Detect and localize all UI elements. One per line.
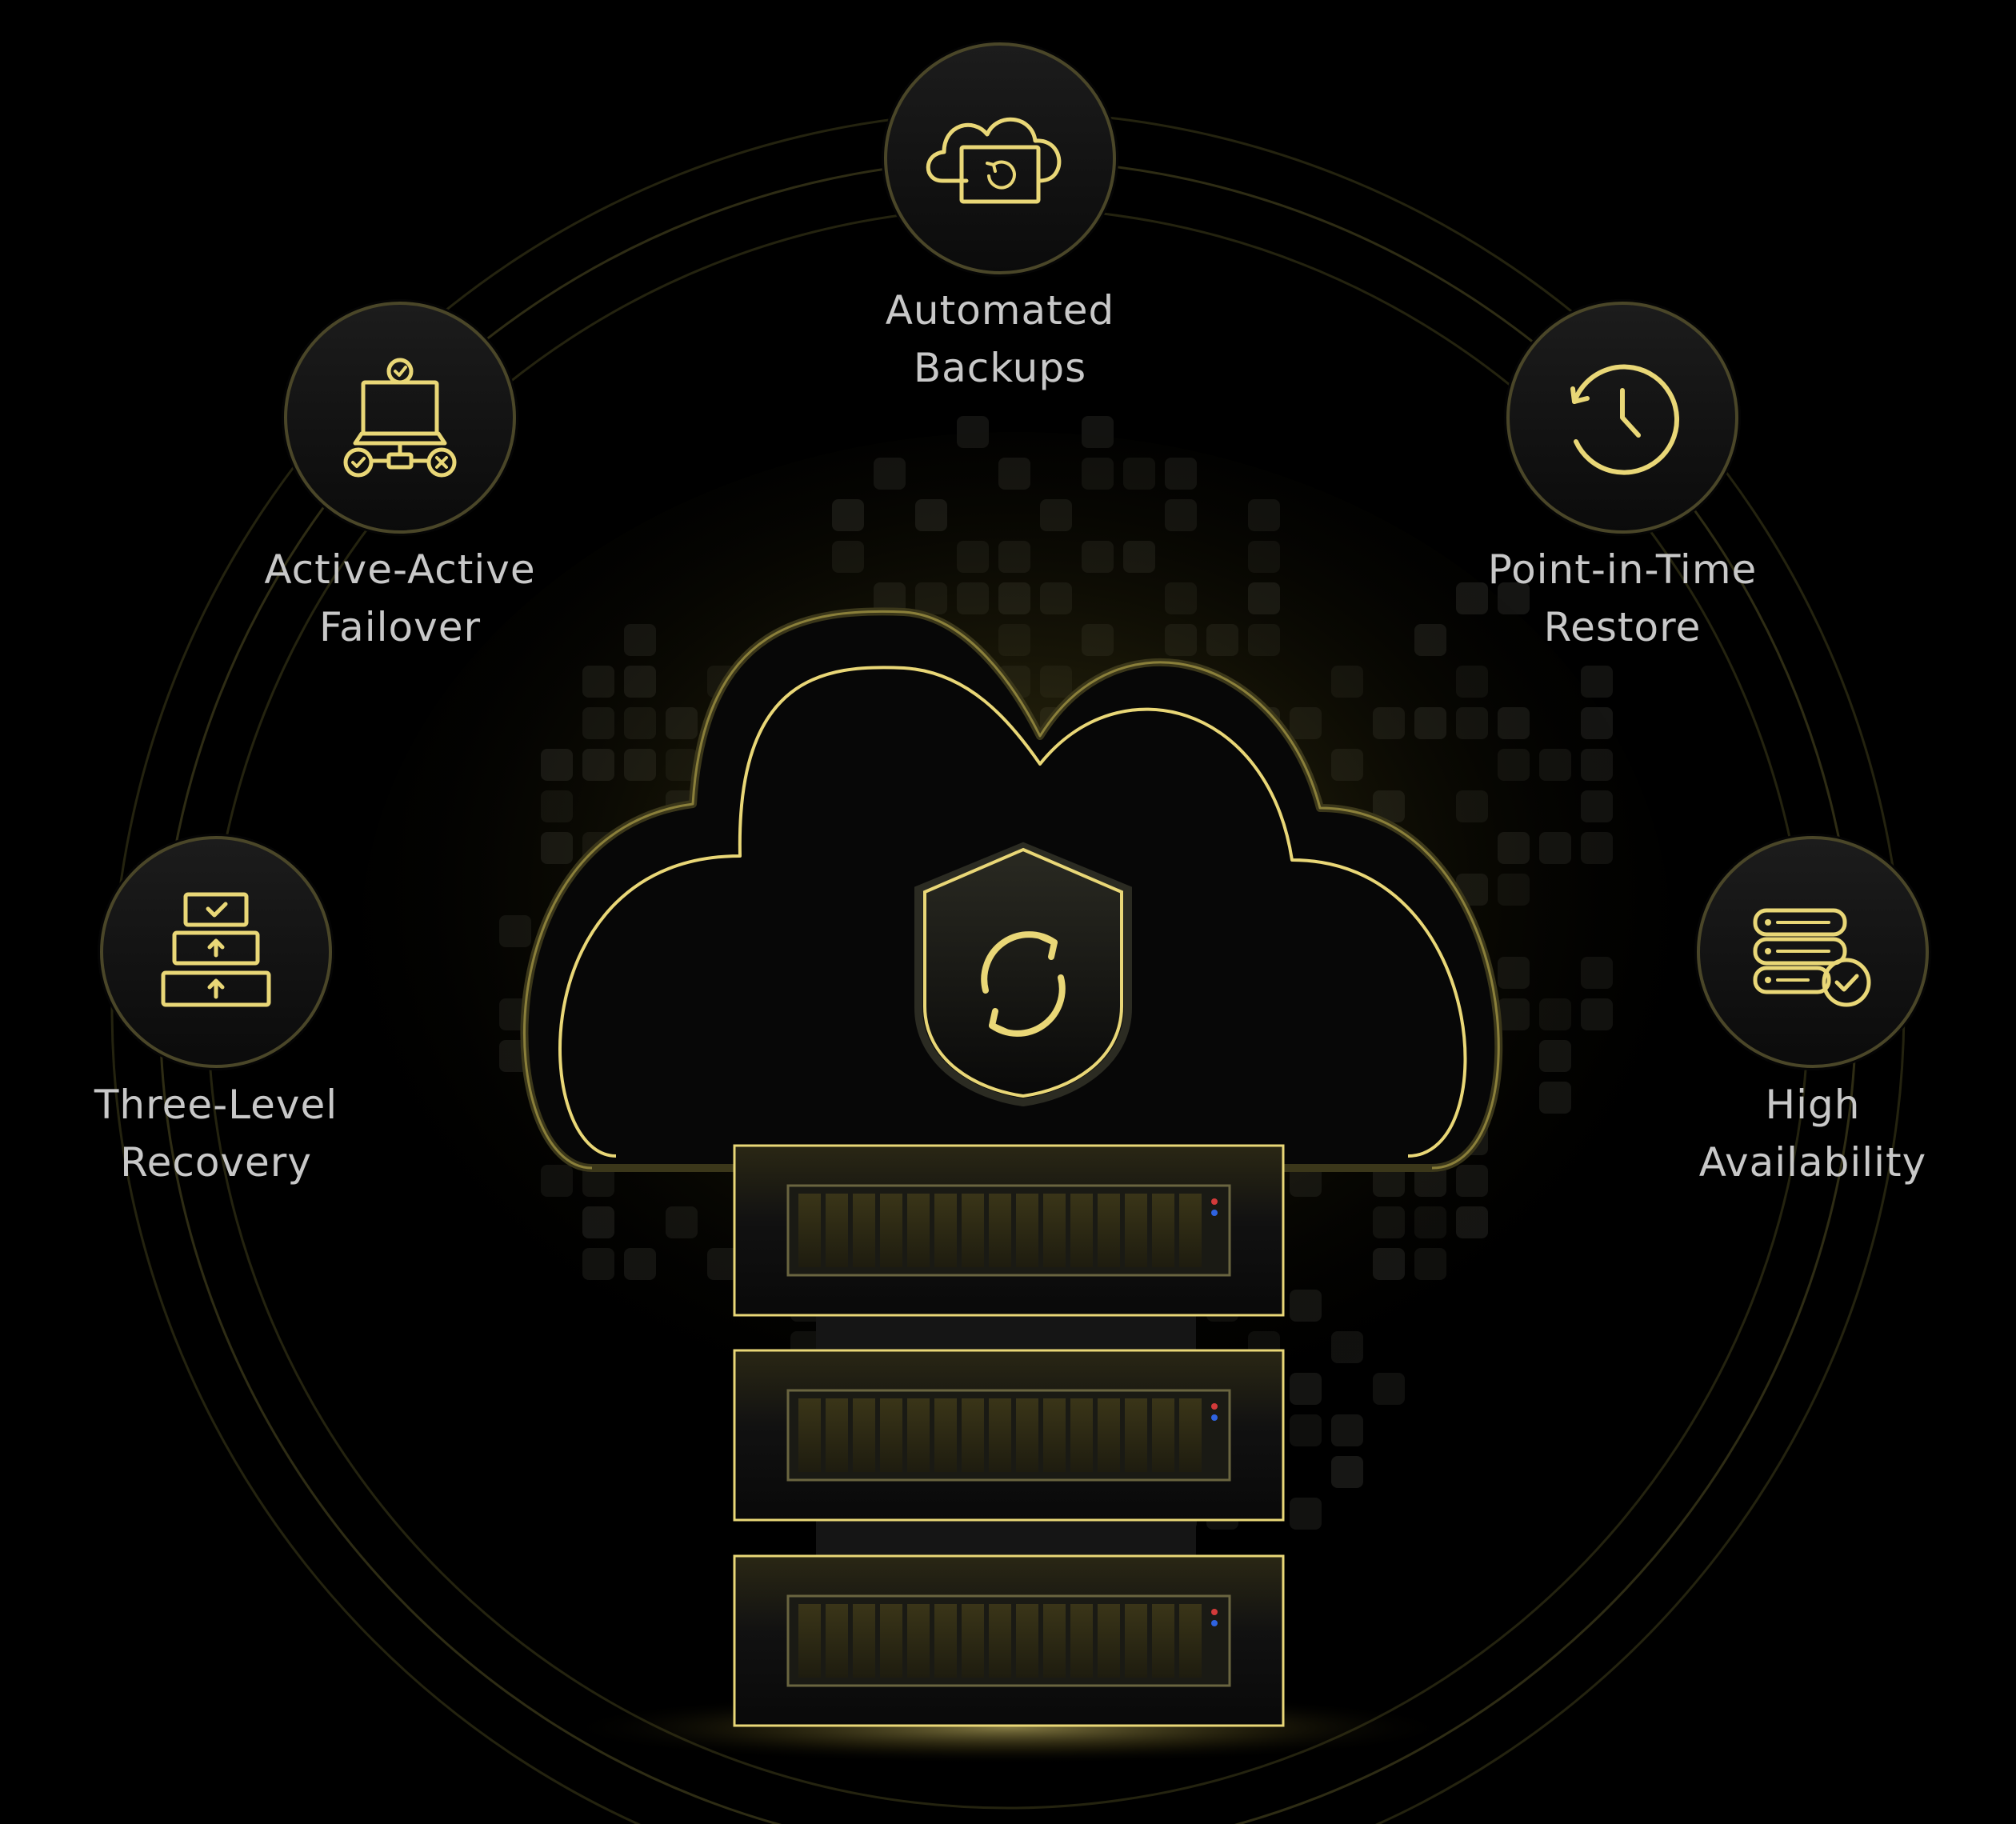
drive-slot: [989, 1604, 1011, 1678]
feature-label-three-level-recovery: Three-Level Recovery: [48, 1076, 384, 1191]
drive-slot: [826, 1398, 848, 1472]
feature-label-line: Active-Active: [264, 546, 536, 593]
rack-spacer: [816, 1312, 1196, 1352]
drive-slot: [1179, 1604, 1202, 1678]
drive-slot: [1152, 1398, 1174, 1472]
drive-slot: [1016, 1604, 1038, 1678]
feature-label-line: Three-Level: [94, 1082, 338, 1128]
drive-slot: [1125, 1194, 1147, 1267]
drive-slot: [962, 1604, 984, 1678]
shield-sync-icon: [914, 842, 1132, 1107]
drive-slot: [989, 1398, 1011, 1472]
drive-slot: [853, 1604, 875, 1678]
drive-slot: [826, 1604, 848, 1678]
feature-label-line: Automated: [885, 287, 1115, 334]
server-check-icon: [1753, 908, 1871, 1007]
drive-slot: [1070, 1398, 1093, 1472]
drive-slot: [1043, 1398, 1066, 1472]
feature-label-line: Restore: [1543, 604, 1702, 650]
drive-slot: [1152, 1194, 1174, 1267]
drive-slot: [1043, 1194, 1066, 1267]
stacked-levels-icon: [161, 892, 271, 1007]
feature-nodes: [98, 40, 1931, 1070]
status-led-red: [1211, 1198, 1218, 1205]
drive-slot: [907, 1398, 930, 1472]
network-failover-icon: [343, 358, 457, 478]
feature-label-line: Point-in-Time: [1487, 546, 1758, 593]
drive-slot: [853, 1398, 875, 1472]
map-pixel: [1290, 1414, 1322, 1446]
map-pixel: [1373, 1373, 1405, 1405]
feature-node-active-active-failover: [282, 299, 518, 536]
status-led-blue: [1211, 1210, 1218, 1216]
feature-label-line: Failover: [318, 604, 482, 650]
status-led-red: [1211, 1403, 1218, 1410]
feature-node-three-level-recovery: [98, 834, 334, 1070]
drive-slot: [1125, 1604, 1147, 1678]
drive-slot: [1070, 1194, 1093, 1267]
drive-slot: [880, 1604, 902, 1678]
drive-slot: [1098, 1604, 1120, 1678]
map-pixel: [1290, 1498, 1322, 1530]
drive-slot: [1125, 1398, 1147, 1472]
drive-slot: [1098, 1398, 1120, 1472]
drive-slot: [798, 1604, 821, 1678]
drive-slot: [798, 1194, 821, 1267]
drive-slot: [962, 1194, 984, 1267]
drive-slot: [880, 1194, 902, 1267]
drive-slot: [934, 1604, 957, 1678]
feature-node-high-availability: [1694, 834, 1931, 1070]
feature-node-point-in-time-restore: [1504, 299, 1741, 536]
drive-slot: [934, 1194, 957, 1267]
drive-slot: [1179, 1398, 1202, 1472]
drive-slot: [1016, 1398, 1038, 1472]
map-pixel: [1581, 666, 1613, 698]
feature-node-circle: [284, 302, 516, 534]
cloud-backup-icon: [926, 117, 1062, 204]
map-pixel: [1331, 1456, 1363, 1488]
feature-label-automated-backups: Automated Backups: [832, 282, 1168, 397]
feature-label-line: High: [1765, 1082, 1861, 1128]
history-clock-icon: [1570, 364, 1679, 475]
status-led-blue: [1211, 1414, 1218, 1421]
server-unit: [733, 1554, 1285, 1727]
drive-slot: [798, 1398, 821, 1472]
rack-spacer: [816, 1516, 1196, 1558]
drive-slot: [880, 1398, 902, 1472]
drive-slot: [853, 1194, 875, 1267]
drive-slot: [1098, 1194, 1120, 1267]
drive-slot: [826, 1194, 848, 1267]
drive-slot: [989, 1194, 1011, 1267]
feature-label-high-availability: High Availability: [1645, 1076, 1981, 1191]
feature-label-line: Backups: [913, 345, 1087, 391]
drive-slot: [962, 1398, 984, 1472]
feature-node-circle: [884, 42, 1116, 274]
server-unit: [733, 1144, 1285, 1317]
drive-slot: [1016, 1194, 1038, 1267]
feature-label-point-in-time-restore: Point-in-Time Restore: [1454, 541, 1790, 656]
drive-slot: [907, 1194, 930, 1267]
status-led-red: [1211, 1609, 1218, 1615]
drive-slot: [1043, 1604, 1066, 1678]
map-pixel: [1331, 1414, 1363, 1446]
drive-slot: [1152, 1604, 1174, 1678]
feature-label-active-active-failover: Active-Active Failover: [232, 541, 568, 656]
drive-slot: [1179, 1194, 1202, 1267]
server-rack-icon: [733, 1144, 1285, 1727]
drive-slot: [1070, 1604, 1093, 1678]
status-led-blue: [1211, 1620, 1218, 1626]
drive-slot: [934, 1398, 957, 1472]
drive-slot: [907, 1604, 930, 1678]
feature-label-line: Recovery: [120, 1139, 312, 1186]
feature-label-line: Availability: [1698, 1139, 1927, 1186]
feature-node-automated-backups: [882, 40, 1118, 277]
server-unit: [733, 1349, 1285, 1522]
